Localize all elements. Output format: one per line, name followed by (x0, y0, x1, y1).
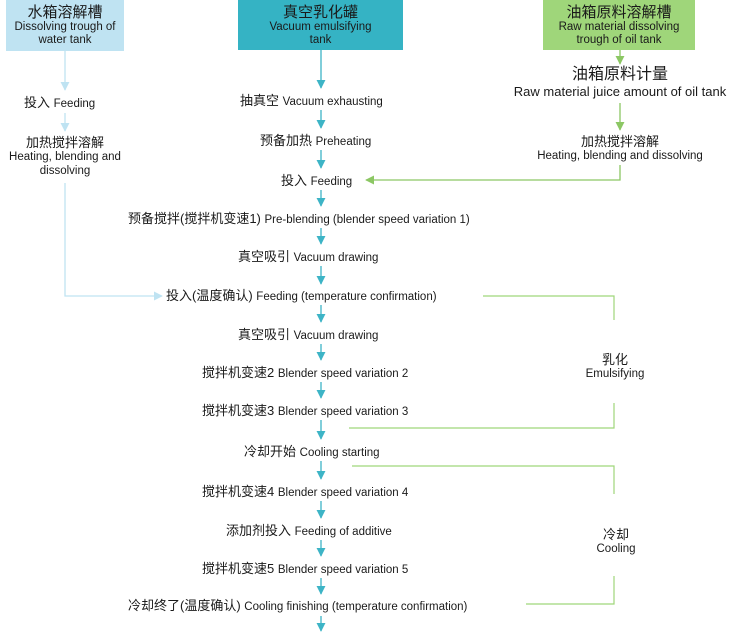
main-step-6: 真空吸引 Vacuum drawing (238, 327, 378, 344)
main-step-13-zh: 冷却终了(温度确认) (128, 598, 241, 613)
main-step-13-en: Cooling finishing (temperature confirmat… (244, 601, 468, 613)
water-tank-header-en: Dissolving trough of water tank (14, 21, 116, 46)
main-step-0: 抽真空 Vacuum exhausting (240, 93, 383, 110)
main-step-0-en: Vacuum exhausting (282, 96, 383, 108)
oil-step-metering-en: Raw material juice amount of oil tank (513, 84, 727, 99)
main-step-9: 冷却开始 Cooling starting (244, 444, 380, 461)
water-step-heating-en: Heating, blending and dissolving (9, 151, 121, 177)
main-step-2-zh: 投入 (281, 173, 308, 188)
main-step-8-zh: 搅拌机变速3 (202, 403, 275, 418)
main-step-13: 冷却终了(温度确认) Cooling finishing (temperatur… (128, 598, 467, 615)
main-step-3: 预备搅拌(搅拌机变速1) Pre-blending (blender speed… (128, 211, 470, 228)
main-step-11-en: Feeding of additive (294, 526, 392, 538)
main-step-4-en: Vacuum drawing (293, 252, 379, 264)
main-step-2: 投入 Feeding (281, 173, 352, 190)
water-step-feeding: 投入 Feeding (24, 95, 95, 112)
main-step-7: 搅拌机变速2 Blender speed variation 2 (202, 365, 408, 382)
main-step-9-en: Cooling starting (299, 447, 380, 459)
main-step-3-zh: 预备搅拌(搅拌机变速1) (128, 211, 261, 226)
oil-tank-header-en: Raw material dissolving trough of oil ta… (558, 21, 680, 46)
main-step-6-zh: 真空吸引 (238, 327, 291, 342)
emulsifying-bracket-top (483, 295, 615, 320)
main-step-12-en: Blender speed variation 5 (277, 564, 409, 576)
emulsifying-bracket-bottom (349, 403, 615, 429)
oil-step-metering-zh: 油箱原料计量 (571, 66, 668, 83)
water-to-main-arrow (64, 183, 163, 301)
main-step-4: 真空吸引 Vacuum drawing (238, 249, 378, 266)
oil-step-metering: 油箱原料计量 Raw material juice amount of oil … (490, 66, 745, 100)
main-step-2-en: Feeding (310, 176, 353, 188)
main-step-0-zh: 抽真空 (240, 93, 280, 108)
water-tank-header-zh: 水箱溶解槽 (27, 4, 103, 21)
main-step-1: 预备加热 Preheating (260, 133, 371, 150)
main-step-10-en: Blender speed variation 4 (277, 487, 409, 499)
main-step-5-zh: 投入(温度确认) (166, 288, 253, 303)
main-step-5: 投入(温度确认) Feeding (temperature confirmati… (166, 288, 437, 305)
main-step-1-zh: 预备加热 (260, 133, 313, 148)
main-step-7-en: Blender speed variation 2 (277, 368, 409, 380)
oil-to-main-arrow (365, 165, 621, 185)
cooling-bracket-top (352, 465, 615, 494)
oil-tank-header: 油箱原料溶解槽 Raw material dissolving trough o… (543, 0, 695, 50)
oil-step-heating-zh: 加热搅拌溶解 (580, 134, 659, 149)
main-step-6-en: Vacuum drawing (293, 330, 379, 342)
phase-cooling-zh: 冷却 (602, 527, 629, 542)
main-step-8: 搅拌机变速3 Blender speed variation 3 (202, 403, 408, 420)
main-step-9-zh: 冷却开始 (244, 444, 297, 459)
phase-cooling-en: Cooling (596, 543, 636, 555)
oil-step-heating-en: Heating, blending and dissolving (537, 150, 703, 162)
water-step-feeding-en: Feeding (53, 98, 96, 110)
phase-emulsifying-zh: 乳化 (601, 352, 628, 367)
water-step-feeding-zh: 投入 (24, 95, 51, 110)
vacuum-tank-header: 真空乳化罐 Vacuum emulsifying tank (238, 0, 403, 50)
phase-cooling: 冷却 Cooling (576, 528, 656, 556)
main-step-3-en: Pre-blending (blender speed variation 1) (264, 214, 470, 226)
main-step-11-zh: 添加剂投入 (226, 523, 292, 538)
vacuum-tank-header-en: Vacuum emulsifying tank (269, 21, 372, 46)
main-step-12-zh: 搅拌机变速5 (202, 561, 275, 576)
main-step-11: 添加剂投入 Feeding of additive (226, 523, 392, 540)
main-step-1-en: Preheating (315, 136, 372, 148)
main-step-5-en: Feeding (temperature confirmation) (256, 291, 437, 303)
phase-emulsifying-en: Emulsifying (585, 368, 645, 380)
main-step-10-zh: 搅拌机变速4 (202, 484, 275, 499)
oil-step-heating: 加热搅拌溶解 Heating, blending and dissolving (520, 135, 720, 163)
vacuum-tank-header-zh: 真空乳化罐 (282, 4, 358, 21)
water-tank-header: 水箱溶解槽 Dissolving trough of water tank (6, 0, 124, 51)
water-step-heating-zh: 加热搅拌溶解 (25, 135, 104, 150)
phase-emulsifying: 乳化 Emulsifying (575, 353, 655, 381)
main-step-12: 搅拌机变速5 Blender speed variation 5 (202, 561, 408, 578)
main-step-7-zh: 搅拌机变速2 (202, 365, 275, 380)
cooling-bracket-bottom (526, 576, 615, 605)
main-step-4-zh: 真空吸引 (238, 249, 291, 264)
main-step-8-en: Blender speed variation 3 (277, 406, 409, 418)
water-step-heating: 加热搅拌溶解 Heating, blending and dissolving (0, 136, 130, 178)
main-step-10: 搅拌机变速4 Blender speed variation 4 (202, 484, 408, 501)
oil-tank-header-zh: 油箱原料溶解槽 (566, 4, 672, 21)
